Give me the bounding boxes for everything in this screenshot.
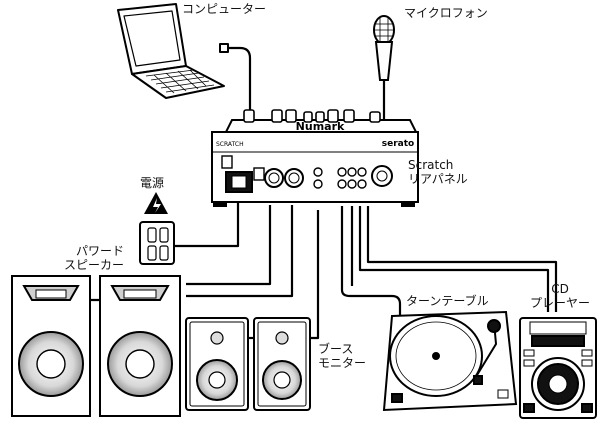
powered-speakers-label-line2: スピーカー (64, 258, 125, 272)
booth-monitors-label: ブース モニター (318, 342, 366, 370)
booth-monitor-right (253, 317, 311, 411)
turntable-label: ターンテーブル (406, 294, 489, 308)
power-cable (174, 194, 240, 248)
electric-warning-icon (144, 192, 168, 214)
powered-speaker-left (11, 275, 91, 417)
powered-speaker-right (99, 275, 181, 417)
mixer-logo-text: serato (382, 139, 414, 149)
cd-player-label: CD プレーヤー (524, 282, 596, 310)
booth-monitors-label-line1: ブース (318, 342, 354, 356)
cd-cable-a (358, 206, 550, 312)
mixer-model-text: SCRATCH (216, 141, 244, 148)
laptop-computer (117, 3, 229, 99)
power-label: 電源 (140, 176, 165, 190)
powered-speakers-label: パワード スピーカー (64, 244, 124, 272)
booth-monitor-left (185, 317, 249, 411)
main-output-cable-r (186, 205, 294, 298)
cd-player (519, 317, 597, 419)
cd-player-label-line1: CD (551, 282, 569, 296)
mixer-brand-text: Numark (296, 120, 345, 133)
microphone (373, 15, 395, 81)
microphone-label: マイクロフォン (404, 6, 488, 20)
powered-speakers-label-line1: パワード (76, 244, 125, 258)
scratch-label-line1: Scratch (408, 158, 454, 172)
power-outlet (139, 221, 175, 265)
turntable (382, 310, 518, 412)
mixer (211, 109, 419, 207)
main-output-cable-l (186, 205, 272, 286)
computer-label: コンピューター (182, 2, 267, 16)
cd-cable-b (366, 206, 558, 312)
booth-monitors-label-line2: モニター (318, 356, 367, 370)
turntable-cable-a (340, 206, 402, 316)
scratch-label-line2: リアパネル (408, 172, 468, 186)
scratch-rear-panel-label: Scratch リアパネル (408, 158, 468, 186)
cd-player-label-line2: プレーヤー (529, 296, 590, 310)
